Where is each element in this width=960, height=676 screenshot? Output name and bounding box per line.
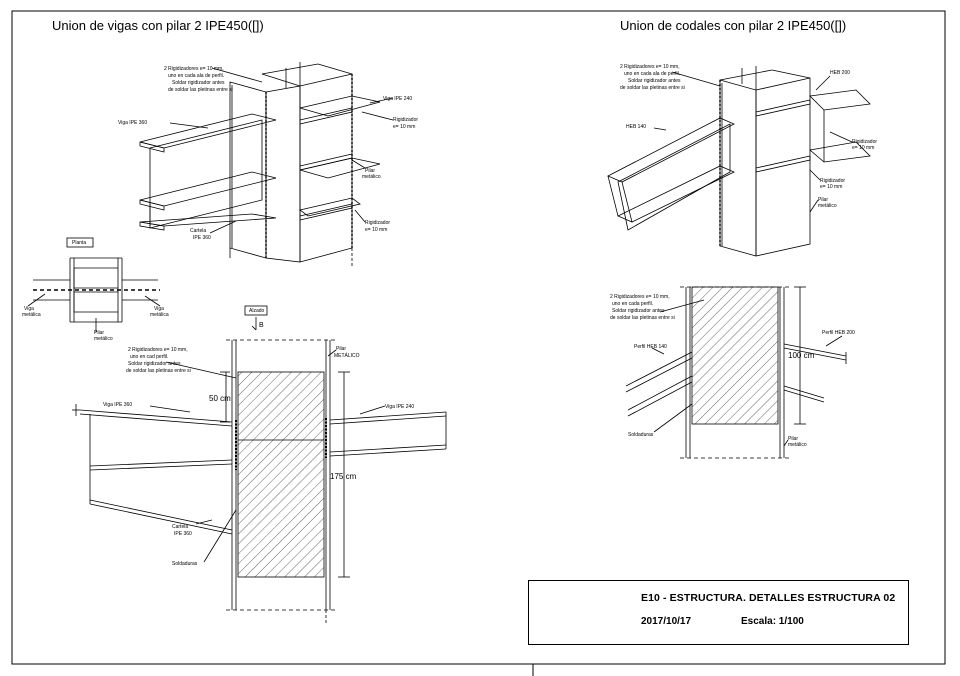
sheet-frame [11,10,946,665]
r-label-rigidizador-e: e= 10 mm [852,145,874,151]
label-rigidizador-e: e= 10 mm [393,124,415,130]
planta-viga-r-sub: metálica [150,312,169,318]
right-iso-labels: 2 Rigidizadores e= 10 mm, uno en cada al… [620,64,877,209]
title-block-date: 2017/10/17 [641,616,692,627]
r-label-rigidizador: Rigidizador [852,139,877,145]
alzado-labels: Alzado B 2 Rigidizadores e= 10 mm, uno e… [103,308,414,567]
planta-drawing [27,237,161,332]
r-label-pilar: Pilar [818,197,828,203]
label-pilar-sub: metálico [362,174,381,180]
re-rig-note3: Soldar rigidizador antes [612,308,665,314]
alzado-soldaduras: Soldaduras [172,561,198,567]
re-pilar: Pilar [788,436,798,442]
title-block: E10 - ESTRUCTURA. DETALLES ESTRUCTURA 02… [528,580,909,645]
title-block-scale: Escala: 1/100 [741,616,804,627]
r-rig-note1: 2 Rigidizadores e= 10 mm, [620,64,680,70]
planta-pilar: Pilar [94,330,104,336]
left-iso-drawing [139,62,394,268]
alzado-rig-note1: 2 Rigidizadores e= 10 mm, [128,347,188,353]
re-soldaduras: Soldaduras [628,432,654,438]
label-viga-ipe240: Viga IPE 240 [383,96,412,102]
planta-viga-r: Viga [154,306,164,312]
alzado-section-mark: B [259,322,264,329]
alzado-viga-ipe360: Viga IPE 360 [103,402,132,408]
r-rig-note4: de soldar las pletinas entre si [620,85,685,91]
rig-note-line3: Soldar rigidizador antes [172,80,225,86]
label-rigidizador2-e: e= 10 mm [365,227,387,233]
rig-note-line2: uno en cada ala de perfil. [168,73,224,79]
label-viga-ipe360: Viga IPE 360 [118,120,147,126]
planta-heading: Planta [72,240,86,246]
r-label-heb140: HEB 140 [626,124,646,130]
alzado-heading: Alzado [249,308,265,314]
r-rig-note3: Soldar rigidizador antes [628,78,681,84]
re-dim-100: 100 cm [788,351,815,360]
alzado-drawing [72,305,447,624]
r-label-heb200: HEB 200 [830,70,850,76]
re-rig-note1: 2 Rigidizadores e= 10 mm, [610,294,670,300]
planta-pilar-sub: metálico [94,336,113,342]
re-rig-note2: uno en cada perfil. [612,301,653,307]
title-right: Union de codales con pilar 2 IPE450([]) [620,18,847,33]
rig-note-line4: de soldar las pletinas entre si [168,87,233,93]
re-perfil-heb140: Perfil HEB 140 [634,344,667,350]
right-elev-labels: 2 Rigidizadores e= 10 mm, uno en cada pe… [610,294,855,448]
alzado-viga-ipe240: Viga IPE 240 [385,404,414,410]
r-label-pilar-sub: metálico [818,203,837,209]
rig-note-line1: 2 Rigidizadores e= 10 mm, [164,66,224,72]
label-pilar: Pilar [365,168,375,174]
alzado-rig-note2: uno en cad perfil. [130,354,168,360]
right-iso-drawing [607,66,871,257]
re-rig-note4: de soldar las pletinas entre si [610,315,675,321]
label-cartela: Cartela [190,228,206,234]
planta-labels: Planta Viga metálica Viga metálica Pilar… [22,240,169,342]
alzado-pilar-sub: METÁLICO [334,352,360,359]
r-label-rigidizador2: Rigidizador [820,178,845,184]
alzado-rig-note3: Soldar rigidizador antes [128,361,181,367]
label-cartela-sub: IPE 360 [193,235,211,241]
left-iso-labels: 2 Rigidizadores e= 10 mm, uno en cada al… [118,66,418,241]
r-label-rigidizador2-e: e= 10 mm [820,184,842,190]
alzado-cartela-sub: IPE 360 [174,531,192,537]
label-rigidizador2: Rigidizador [365,220,390,226]
r-rig-note2: uno en cada ala de perfil. [624,71,680,77]
alzado-dim-50: 50 cm [209,394,231,403]
title-left: Union de vigas con pilar 2 IPE450([]) [52,18,264,33]
re-perfil-heb200: Perfil HEB 200 [822,330,855,336]
planta-viga-l: Viga [24,306,34,312]
right-elev-drawing [625,286,847,459]
label-rigidizador: Rigidizador [393,117,418,123]
alzado-rig-note4: de soldar las pletinas entre si [126,368,191,374]
alzado-cartela: Cartela [172,524,188,530]
planta-viga-l-sub: metálica [22,312,41,318]
alzado-pilar: Pilar [336,346,346,352]
alzado-dim-175: 175 cm [330,472,357,481]
title-block-title: E10 - ESTRUCTURA. DETALLES ESTRUCTURA 02 [641,592,896,604]
re-pilar-sub: metálico [788,442,807,448]
